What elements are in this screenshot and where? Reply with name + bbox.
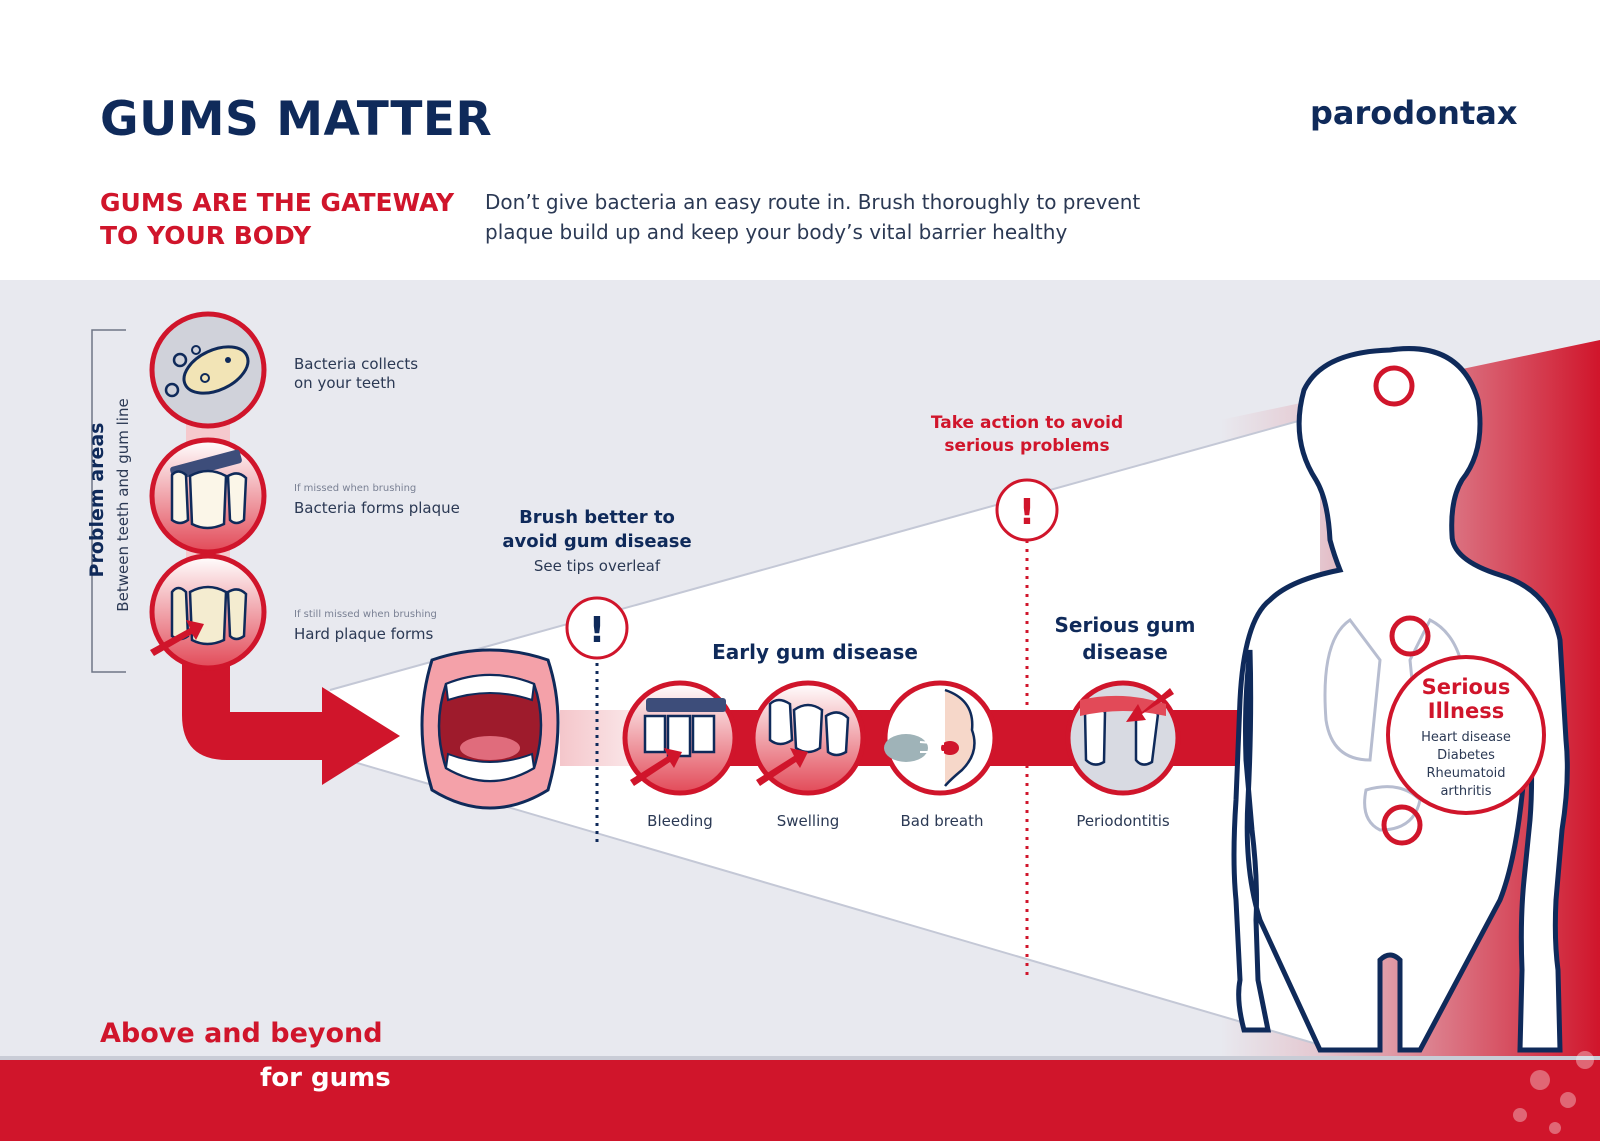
footer-tagline-2: for gums	[260, 1063, 391, 1093]
problem-areas-sublabel: Between teeth and gum line	[114, 398, 132, 611]
take-action-line-2: serious problems	[944, 436, 1109, 456]
step-3-note: If still missed when brushing	[294, 609, 437, 620]
step-2-line-1: Bacteria forms plaque	[294, 499, 460, 517]
entry-arrow	[182, 640, 400, 785]
illness-item-arthritis: arthritis	[1440, 784, 1491, 799]
brand-logo: parodontax	[1310, 94, 1518, 132]
subheading-line-1: GUMS ARE THE GATEWAY	[100, 188, 455, 217]
brush-better-line-2: avoid gum disease	[502, 531, 691, 552]
illness-item-heart: Heart disease	[1421, 730, 1511, 745]
funnel-top-edge	[329, 414, 1321, 691]
problem-areas-bracket	[91, 329, 126, 673]
intro-line-1: Don’t give bacteria an easy route in. Br…	[485, 190, 1141, 214]
bleeding-icon	[622, 680, 738, 796]
early-item-swelling: Swelling	[777, 812, 840, 830]
open-mouth-icon	[420, 648, 560, 810]
serious-illness-line-1: Serious	[1422, 675, 1511, 699]
take-action-line-1: Take action to avoid	[931, 413, 1123, 433]
subheading-line-2: TO YOUR BODY	[100, 221, 312, 250]
brush-better-alert-mark: !	[589, 610, 605, 651]
brush-better-alert-icon	[565, 596, 629, 660]
step-plaque-icon	[149, 437, 267, 555]
serious-illness-badge	[1386, 655, 1546, 815]
take-action-alert-mark: !	[1019, 492, 1035, 533]
page-title: GUMS MATTER	[100, 92, 493, 147]
take-action-alert-icon	[995, 478, 1059, 542]
step-3-line-1: Hard plaque forms	[294, 625, 434, 643]
brush-better-line-1: Brush better to	[519, 507, 675, 528]
brush-better-sub: See tips overleaf	[534, 557, 661, 575]
step-1-line-1: Bacteria collects	[294, 355, 418, 373]
footer-bar	[0, 1060, 1600, 1141]
intro-line-2: plaque build up and keep your body’s vit…	[485, 220, 1068, 244]
illness-item-rheumatoid: Rheumatoid	[1426, 766, 1505, 781]
footer-divider	[0, 1056, 1600, 1060]
step-2-note: If missed when brushing	[294, 483, 416, 494]
serious-illness-line-2: Illness	[1428, 699, 1504, 723]
illness-item-diabetes: Diabetes	[1437, 748, 1495, 763]
early-disease-title: Early gum disease	[712, 640, 918, 664]
brain-marker	[1373, 365, 1415, 407]
early-item-bleeding: Bleeding	[647, 812, 713, 830]
abdomen-marker	[1381, 804, 1423, 846]
footer-tagline-1: Above and beyond	[100, 1018, 383, 1049]
serious-item-periodontitis: Periodontitis	[1076, 812, 1170, 830]
subheading: GUMS ARE THE GATEWAY TO YOUR BODY	[100, 186, 454, 252]
serious-disease-line-2: disease	[1082, 640, 1168, 664]
step-hard-plaque-icon	[149, 553, 267, 671]
heart-marker	[1389, 615, 1431, 657]
serious-disease-line-1: Serious gum	[1055, 613, 1196, 637]
footer-pattern	[1513, 1051, 1594, 1134]
step-bacteria-icon	[149, 311, 267, 429]
early-item-bad-breath: Bad breath	[901, 812, 984, 830]
bad-breath-icon	[882, 680, 998, 796]
problem-areas-label: Problem areas	[86, 423, 108, 578]
periodontitis-icon	[1065, 680, 1181, 796]
intro-text: Don’t give bacteria an easy route in. Br…	[485, 187, 1140, 247]
swelling-icon	[750, 680, 866, 796]
step-1-line-2: on your teeth	[294, 374, 396, 392]
